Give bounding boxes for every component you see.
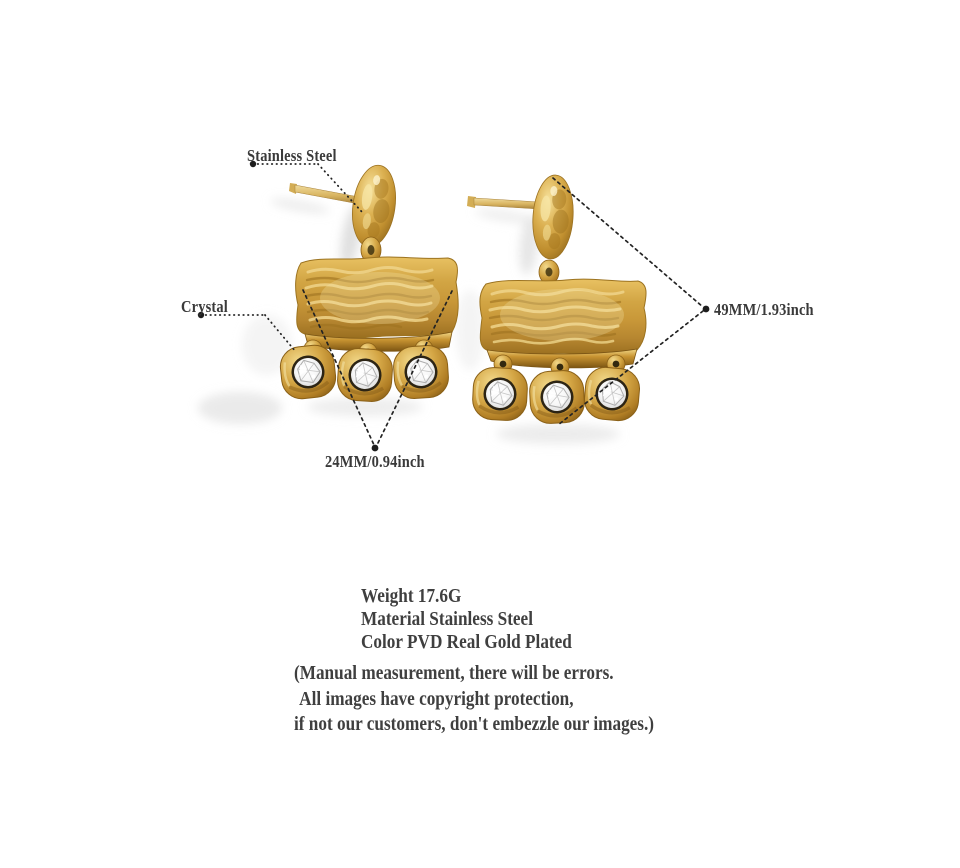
- right-crystal-drop: [581, 363, 643, 425]
- disclaimer-line-2: All images have copyright protection,: [299, 687, 574, 710]
- left-earring: [276, 164, 459, 405]
- callout-label-crystal: Crystal: [181, 297, 228, 316]
- anchor-dot-length: [702, 305, 710, 313]
- left-plate-texture: [304, 266, 435, 330]
- measure-line-length-lower: [557, 310, 704, 426]
- right-plate-texture: [488, 288, 625, 345]
- callout-lines: [200, 163, 704, 446]
- callout-label-stainless-steel: Stainless Steel: [247, 146, 337, 165]
- left-crystal-drop: [276, 341, 340, 403]
- anchor-dot-stainless-steel: [249, 160, 257, 168]
- measure-label-length: 49MM/1.93inch: [714, 300, 814, 319]
- anchor-dot-width: [371, 444, 379, 452]
- callout-line-crystal-diag: [264, 314, 297, 353]
- spec-material: Material Stainless Steel: [361, 608, 533, 630]
- right-ear-post: [467, 196, 540, 210]
- measure-line-width-right: [376, 290, 453, 446]
- left-ear-plate: [295, 256, 459, 352]
- measure-line-length-upper: [552, 177, 704, 308]
- anchor-dot-crystal: [197, 311, 205, 319]
- left-crystal-drop: [334, 345, 396, 405]
- right-crystal-drop: [526, 367, 588, 427]
- left-crystal-drop: [390, 342, 452, 402]
- measure-label-width: 24MM/0.94inch: [325, 452, 425, 471]
- right-ear-plate: [479, 278, 647, 369]
- right-ear-stud: [532, 174, 574, 260]
- right-earring: [467, 174, 647, 427]
- measure-line-width-left: [302, 289, 375, 446]
- disclaimer-line-1: (Manual measurement, there will be error…: [294, 662, 614, 684]
- photo-shadows: [198, 198, 620, 444]
- callout-line-stainless-steel-diag: [317, 163, 363, 213]
- spec-weight: Weight 17.6G: [361, 585, 462, 607]
- right-crystal-drop: [469, 364, 531, 424]
- disclaimer-line-3: if not our customers, don't embezzle our…: [294, 713, 655, 735]
- callout-anchor-dots: [197, 160, 710, 452]
- spec-color: Color PVD Real Gold Plated: [361, 631, 572, 653]
- spec-block: Weight 17.6G Material Stainless Steel Co…: [294, 585, 713, 738]
